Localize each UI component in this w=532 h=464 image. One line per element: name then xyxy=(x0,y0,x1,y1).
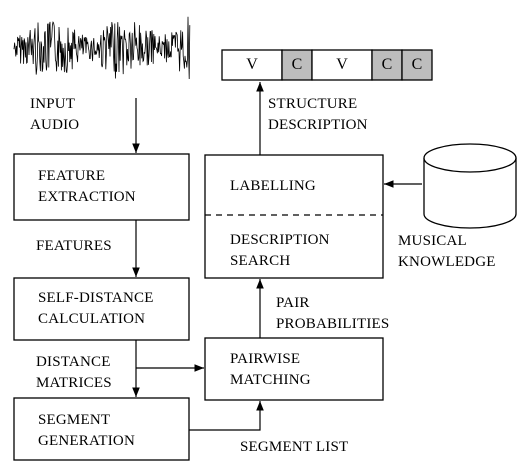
segment-generation-label-line1: SEGMENT xyxy=(38,412,111,428)
description-search-label-line1: DESCRIPTION xyxy=(230,232,330,248)
structure-cell-chorus-3 xyxy=(401,49,433,81)
musical-knowledge-label-line1: MUSICAL xyxy=(398,233,467,249)
structure-cell-verse-2 xyxy=(311,49,373,81)
self-distance-label-line1: SELF-DISTANCE xyxy=(38,290,154,306)
structure-cell-verse-2-label: V xyxy=(336,56,348,73)
pair-probabilities-label-line2: PROBABILITIES xyxy=(276,316,390,332)
features-label: FEATURES xyxy=(36,238,112,254)
pairwise-matching-label-line1: PAIRWISE xyxy=(230,351,301,367)
segment-generation-label-line2: GENERATION xyxy=(38,433,135,449)
pairwise-matching-label-line2: MATCHING xyxy=(230,372,311,388)
pairwise-matching-label: PAIRWISE MATCHING xyxy=(230,349,311,391)
structure-description-label-line1: STRUCTURE xyxy=(268,96,358,112)
musical-knowledge-label: MUSICAL KNOWLEDGE xyxy=(398,231,496,273)
self-distance-label-line2: CALCULATION xyxy=(38,311,146,327)
distance-matrices-label-line2: MATRICES xyxy=(36,375,112,391)
structure-description-label: STRUCTURE DESCRIPTION xyxy=(268,94,368,136)
arrow-segment-to-pairwise xyxy=(189,401,264,431)
musical-knowledge-database-icon xyxy=(423,143,517,229)
segment-generation-box xyxy=(13,397,190,461)
structure-cell-chorus-3-label: C xyxy=(411,56,423,73)
feature-extraction-box xyxy=(13,153,190,221)
input-audio-label-line1: INPUT xyxy=(30,96,76,112)
feature-extraction-label-line1: FEATURE xyxy=(38,168,106,184)
segment-generation-label: SEGMENT GENERATION xyxy=(38,410,135,452)
description-search-label-line2: SEARCH xyxy=(230,253,291,269)
segment-list-label: SEGMENT LIST xyxy=(240,439,349,455)
feature-extraction-label: FEATURE EXTRACTION xyxy=(38,166,136,208)
self-distance-label: SELF-DISTANCE CALCULATION xyxy=(38,288,154,330)
pair-probabilities-label: PAIR PROBABILITIES xyxy=(276,293,389,335)
labelling-search-box xyxy=(204,154,384,279)
input-audio-waveform xyxy=(13,16,191,80)
structure-cell-chorus-1 xyxy=(281,49,313,81)
structure-cell-chorus-1-label: C xyxy=(291,56,303,73)
distance-matrices-label-line1: DISTANCE xyxy=(36,354,111,370)
description-search-label: DESCRIPTION SEARCH xyxy=(230,230,330,272)
self-distance-box xyxy=(13,277,190,341)
musical-knowledge-label-line2: KNOWLEDGE xyxy=(398,254,496,270)
distance-matrices-label: DISTANCE MATRICES xyxy=(36,352,112,394)
input-audio-label-line2: AUDIO xyxy=(30,117,80,133)
structure-cell-chorus-2-label: C xyxy=(381,56,393,73)
structure-cell-verse-1-label: V xyxy=(246,56,258,73)
pair-probabilities-label-line1: PAIR xyxy=(276,295,310,311)
structure-bar xyxy=(221,49,433,81)
structure-description-label-line2: DESCRIPTION xyxy=(268,117,368,133)
feature-extraction-label-line2: EXTRACTION xyxy=(38,189,136,205)
pairwise-matching-box xyxy=(204,337,384,401)
input-audio-label: INPUT AUDIO xyxy=(30,94,79,136)
labelling-label: LABELLING xyxy=(230,178,316,194)
